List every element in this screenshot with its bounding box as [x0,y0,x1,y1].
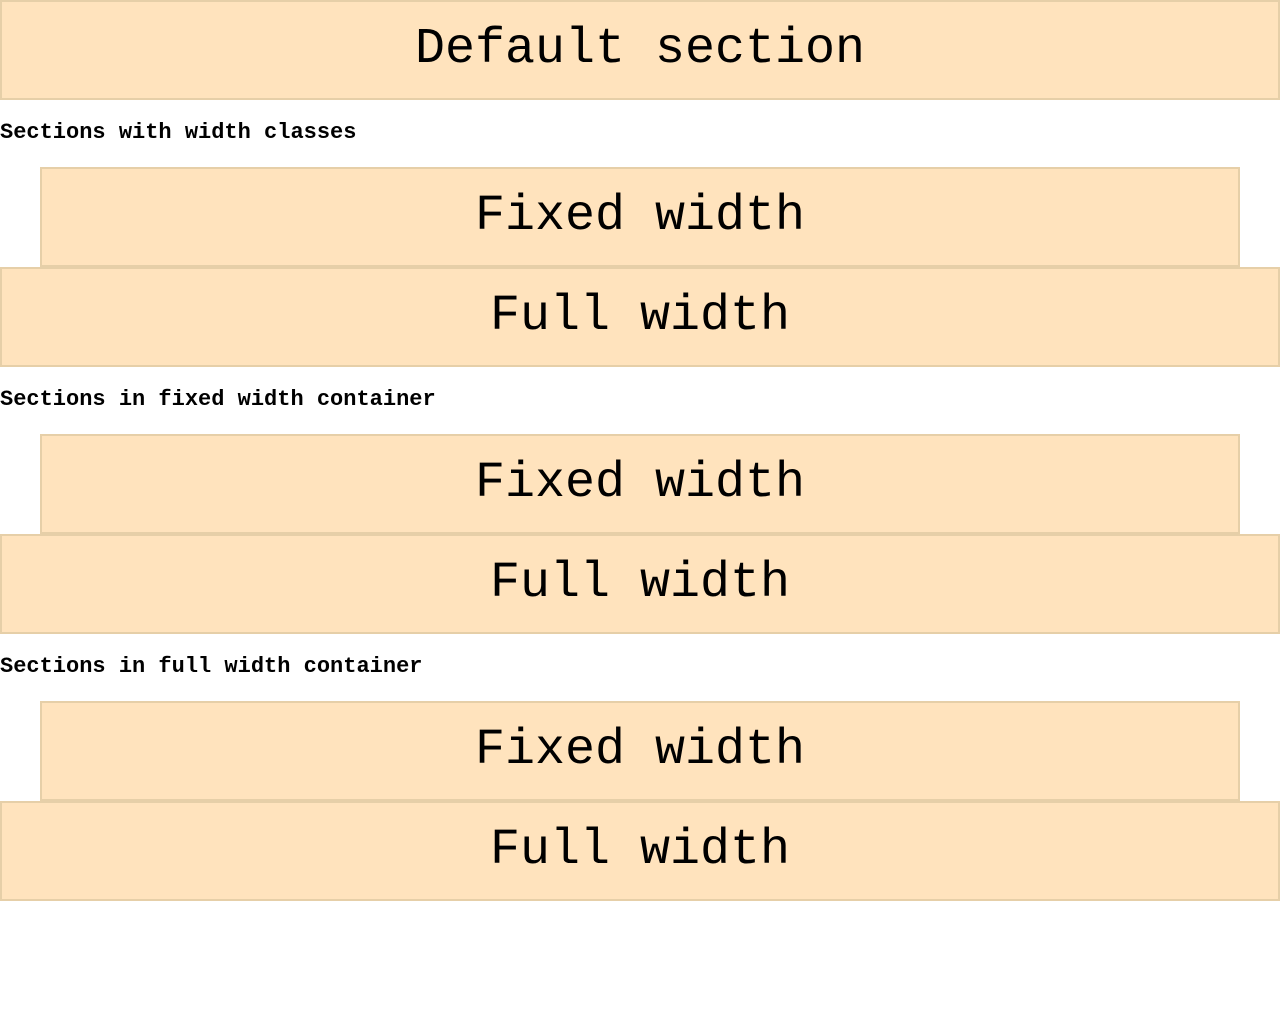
default-section: Default section [0,0,1280,100]
group-width-classes: Sections with width classes Fixed width … [0,100,1280,367]
full-width-label: Full width [489,288,791,345]
fixed-width-label: Fixed width [474,722,806,779]
group-heading-width-classes: Sections with width classes [0,120,357,145]
group-heading-full-container: Sections in full width container [0,654,423,679]
group-full-container: Sections in full width container Fixed w… [0,634,1280,901]
default-section-label: Default section [414,21,866,78]
fixed-width-label: Fixed width [474,455,806,512]
group-heading-fixed-container: Sections in fixed width container [0,387,436,412]
fixed-width-label: Fixed width [474,188,806,245]
fixed-width-section: Fixed width [40,701,1240,801]
fixed-width-section: Fixed width [40,434,1240,534]
full-width-section: Full width [0,267,1280,367]
fixed-width-section: Fixed width [40,167,1240,267]
full-width-label: Full width [489,555,791,612]
full-width-section: Full width [0,801,1280,901]
full-width-label: Full width [489,822,791,879]
group-fixed-container: Sections in fixed width container Fixed … [0,367,1280,634]
full-width-section: Full width [0,534,1280,634]
